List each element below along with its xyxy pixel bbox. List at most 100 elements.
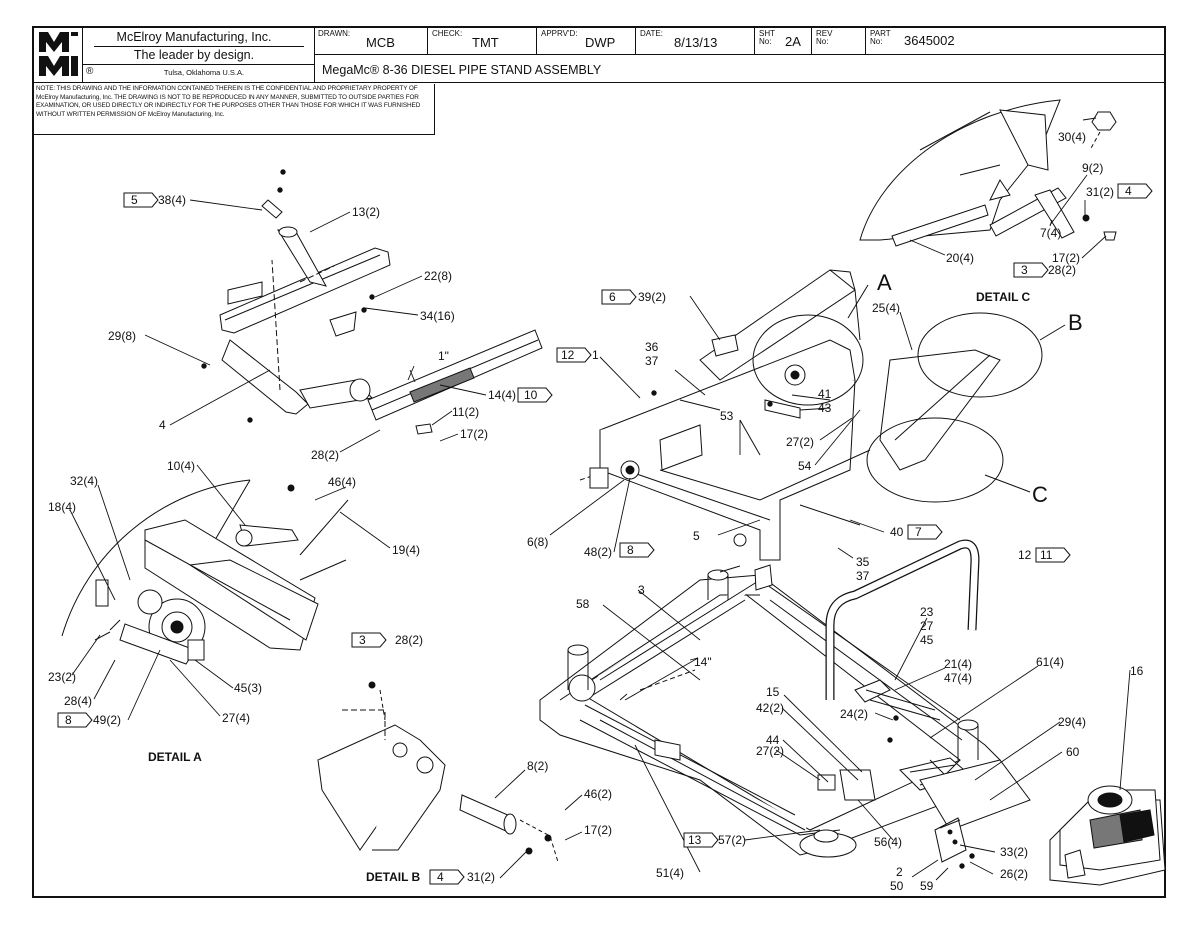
callout-19: 19(4) — [392, 543, 420, 557]
callout-31-detail-b: 31(2) — [467, 870, 495, 884]
callout-44: 44 — [766, 733, 780, 747]
callout-33: 33(2) — [1000, 845, 1028, 859]
callout-17-frame: 17(2) — [460, 427, 488, 441]
company-right-divider — [314, 28, 315, 82]
callout-37-main: 37 — [645, 354, 659, 368]
callout-27-main: 27(2) — [786, 435, 814, 449]
callout-12: 12 — [1018, 548, 1032, 562]
company-tagline: The leader by design. — [133, 48, 255, 62]
detail-b-view — [317, 689, 559, 863]
detail-a-view — [61, 479, 349, 665]
logo — [36, 30, 80, 78]
callout-23-main: 23 — [920, 605, 934, 619]
control-pendant — [934, 817, 967, 863]
detail-c-letter: C — [1032, 482, 1048, 507]
drawn-value: MCB — [366, 35, 395, 50]
company-divider-2 — [82, 64, 314, 65]
handle-bar — [719, 539, 980, 700]
callout-7: 7(4) — [1040, 226, 1061, 240]
note-border — [34, 84, 435, 135]
rev-cell: REV No: — [812, 28, 866, 54]
date-cell: DATE: 8/13/13 — [636, 28, 755, 54]
callout-42: 42(2) — [756, 701, 784, 715]
company-location: Tulsa, Oklahoma U.S.A. — [163, 68, 245, 77]
callout-59: 59 — [920, 879, 934, 893]
rail-frame-assembly — [219, 199, 543, 435]
callout-46-detail-a: 46(4) — [328, 475, 356, 489]
title-block: McElroy Manufacturing, Inc. The leader b… — [34, 28, 1164, 84]
drawn-label: DRAWN: — [318, 29, 351, 38]
callout-41: 41 — [818, 387, 832, 401]
callout-4: 4 — [159, 418, 166, 432]
detail-c-circle — [866, 417, 1004, 503]
callout-35: 35 — [856, 555, 870, 569]
detail-b-letter: B — [1068, 310, 1083, 335]
rev-label: REV No: — [816, 29, 833, 46]
callout-14: 14(4) — [488, 388, 516, 402]
callout-27-main-stack: 27 — [920, 619, 934, 633]
drawing-sheet-border — [32, 26, 1166, 898]
main-frame-assembly — [579, 269, 1001, 561]
callout-8: 8(2) — [527, 759, 548, 773]
callout-38: 38(4) — [158, 193, 186, 207]
approved-value: DWP — [585, 35, 616, 50]
callout-16: 16 — [1130, 664, 1144, 678]
callout-28-detail-a: 28(4) — [64, 694, 92, 708]
approved-label: APPRV'D: — [541, 29, 578, 38]
flag-4-detail-b: 4 — [437, 870, 444, 884]
callout-28-frame: 28(2) — [311, 448, 339, 462]
detail-c-label: DETAIL C — [976, 290, 1031, 304]
confidentiality-note: NOTE: THIS DRAWING AND THE INFORMATION C… — [36, 85, 421, 118]
detail-b-circle — [917, 312, 1043, 398]
callout-46-detail-b: 46(2) — [584, 787, 612, 801]
part-label: PART No: — [870, 29, 891, 46]
check-value: TMT — [472, 35, 499, 50]
date-value: 8/13/13 — [674, 35, 718, 50]
callout-60: 60 — [1066, 745, 1080, 759]
company-divider-1 — [94, 46, 304, 47]
callout-48: 48(2) — [584, 545, 612, 559]
callout-34: 34(16) — [420, 309, 455, 323]
callout-47: 47(4) — [944, 671, 972, 685]
callout-26: 26(2) — [1000, 867, 1028, 881]
callout-13: 13(2) — [352, 205, 380, 219]
callout-51: 51(4) — [656, 866, 684, 880]
callout-27-detail-a: 27(4) — [222, 711, 250, 725]
flag-8-detail-a: 8 — [65, 713, 72, 727]
callout-18: 18(4) — [48, 500, 76, 514]
detail-c-view — [859, 99, 1117, 247]
flag-3-detail-b: 3 — [359, 633, 366, 647]
callout-6: 6(8) — [527, 535, 548, 549]
part-value: 3645002 — [904, 33, 955, 48]
detail-a-letter: A — [877, 270, 892, 295]
flag-3-detail-c: 3 — [1021, 263, 1028, 277]
flag-6: 6 — [609, 290, 616, 304]
callout-39: 39(2) — [638, 290, 666, 304]
callout-17-detail-b: 17(2) — [584, 823, 612, 837]
callout-2: 2 — [896, 865, 903, 879]
callout-30: 30(4) — [1058, 130, 1086, 144]
callout-53: 53 — [720, 409, 734, 423]
flag-11: 11 — [1040, 548, 1053, 562]
callout-32: 32(4) — [70, 474, 98, 488]
callout-10: 10(4) — [167, 459, 195, 473]
callout-23-detail-a: 23(2) — [48, 670, 76, 684]
check-label: CHECK: — [432, 29, 463, 38]
callout-27-skid: 27(2) — [756, 744, 784, 758]
callout-labels: 5 10 8 3 6 12 8 7 4 3 11 13 4 38(4) 13(2… — [48, 130, 1144, 893]
callout-45-detail-a: 45(3) — [234, 681, 262, 695]
sheet-label: SHT No: — [759, 29, 775, 46]
callout-20: 20(4) — [946, 251, 974, 265]
callout-28-detail-b: 28(2) — [395, 633, 423, 647]
callout-49: 49(2) — [93, 713, 121, 727]
title-block-row-divider — [314, 54, 1164, 55]
callout-45-main: 45 — [920, 633, 934, 647]
callout-36: 36 — [645, 340, 659, 354]
drawn-cell: DRAWN: MCB — [314, 28, 428, 54]
callout-24: 24(2) — [840, 707, 868, 721]
callout-54: 54 — [798, 459, 812, 473]
detail-a-label: DETAIL A — [148, 750, 202, 764]
check-cell: CHECK: TMT — [428, 28, 537, 54]
callout-1: 1 — [592, 348, 599, 362]
